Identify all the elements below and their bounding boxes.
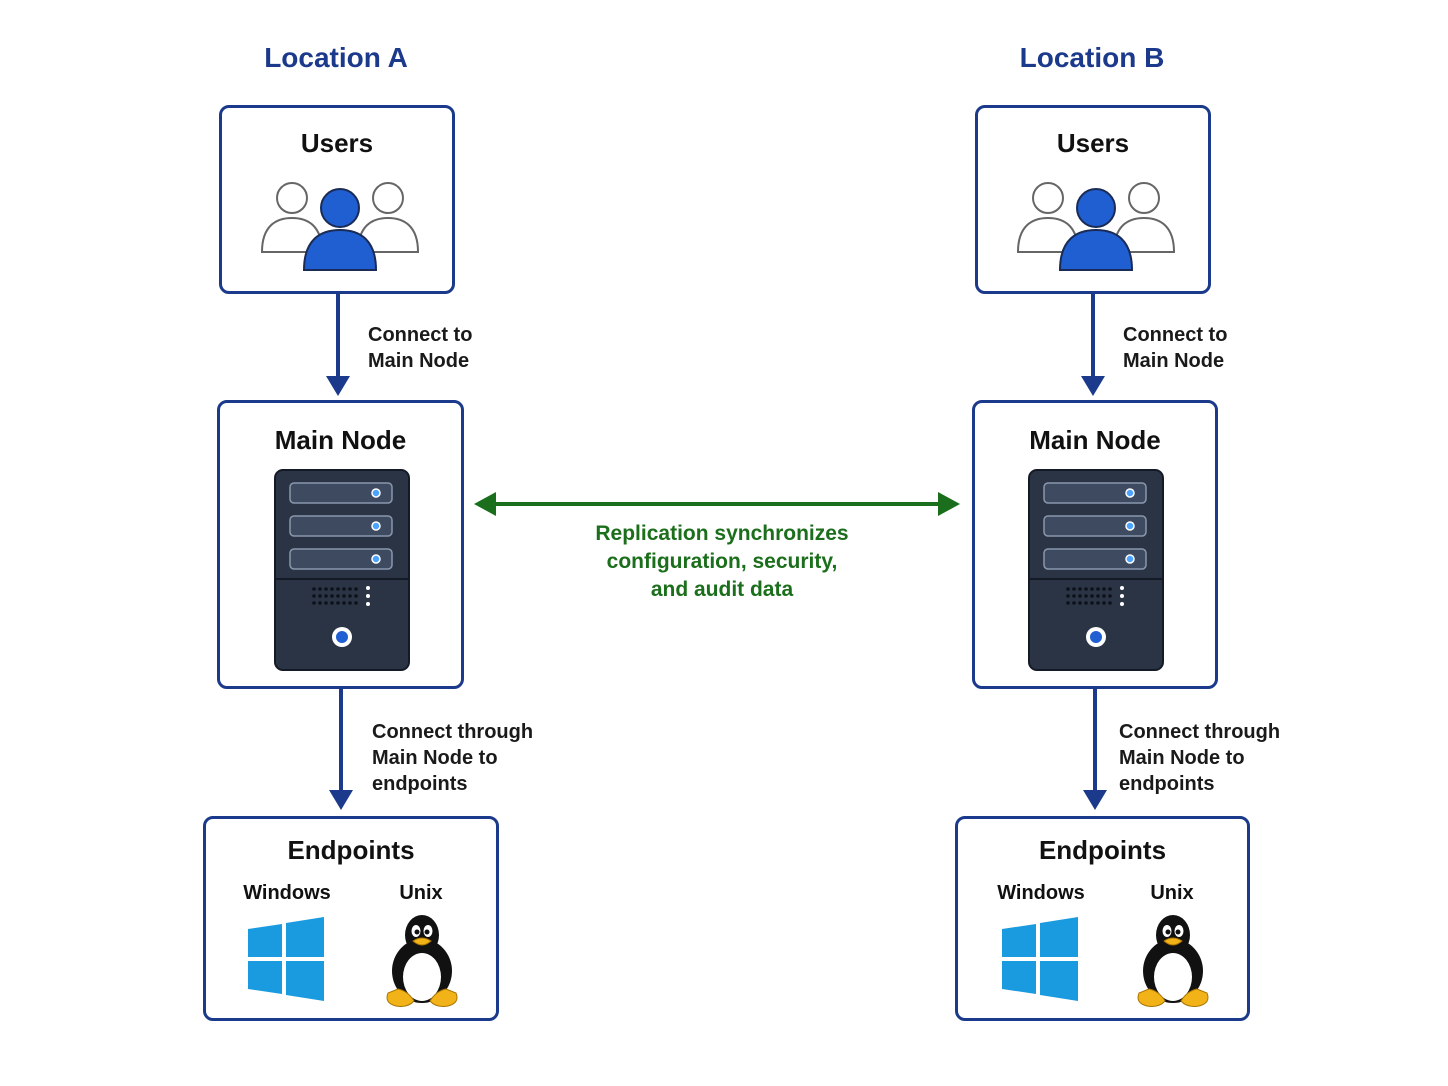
server-tower-icon	[274, 469, 410, 671]
main-node-box-a: Main Node	[217, 400, 464, 689]
replication-label: Replication synchronizes configuration, …	[595, 522, 849, 601]
server-tower-icon	[1028, 469, 1164, 671]
unix-label-b: Unix	[1150, 882, 1194, 904]
endpoints-box-a: Endpoints Windows Unix	[203, 816, 499, 1021]
unix-label-a: Unix	[399, 882, 443, 904]
connect-users-label-a: Connect to Main Node	[368, 324, 473, 372]
tux-penguin-icon	[1137, 915, 1209, 1007]
windows-logo-icon	[1002, 917, 1078, 1001]
main-node-title-a: Main Node	[274, 425, 407, 455]
endpoints-title-a: Endpoints	[287, 835, 415, 865]
users-title-b: Users	[1056, 128, 1130, 158]
location-a-title: Location A	[264, 42, 408, 73]
location-b-title: Location B	[1019, 42, 1165, 73]
users-box-a: Users	[219, 105, 455, 294]
users-box-b: Users	[975, 105, 1211, 294]
connect-users-label-b: Connect to Main Node	[1123, 324, 1228, 372]
main-node-title-b: Main Node	[1029, 425, 1161, 455]
users-group-icon	[260, 182, 420, 271]
endpoints-title-b: Endpoints	[1038, 835, 1167, 865]
tux-penguin-icon	[386, 915, 458, 1007]
windows-label-a: Windows	[243, 882, 331, 904]
connect-endpoints-label-b: Connect through Main Node to endpoints	[1119, 721, 1281, 795]
windows-logo-icon	[248, 917, 324, 1001]
users-title-a: Users	[300, 128, 374, 158]
main-node-box-b: Main Node	[972, 400, 1218, 689]
windows-label-b: Windows	[997, 882, 1085, 904]
connect-endpoints-label-a: Connect through Main Node to endpoints	[372, 721, 534, 795]
endpoints-box-b: Endpoints Windows Unix	[955, 816, 1250, 1021]
users-group-icon	[1016, 182, 1176, 271]
